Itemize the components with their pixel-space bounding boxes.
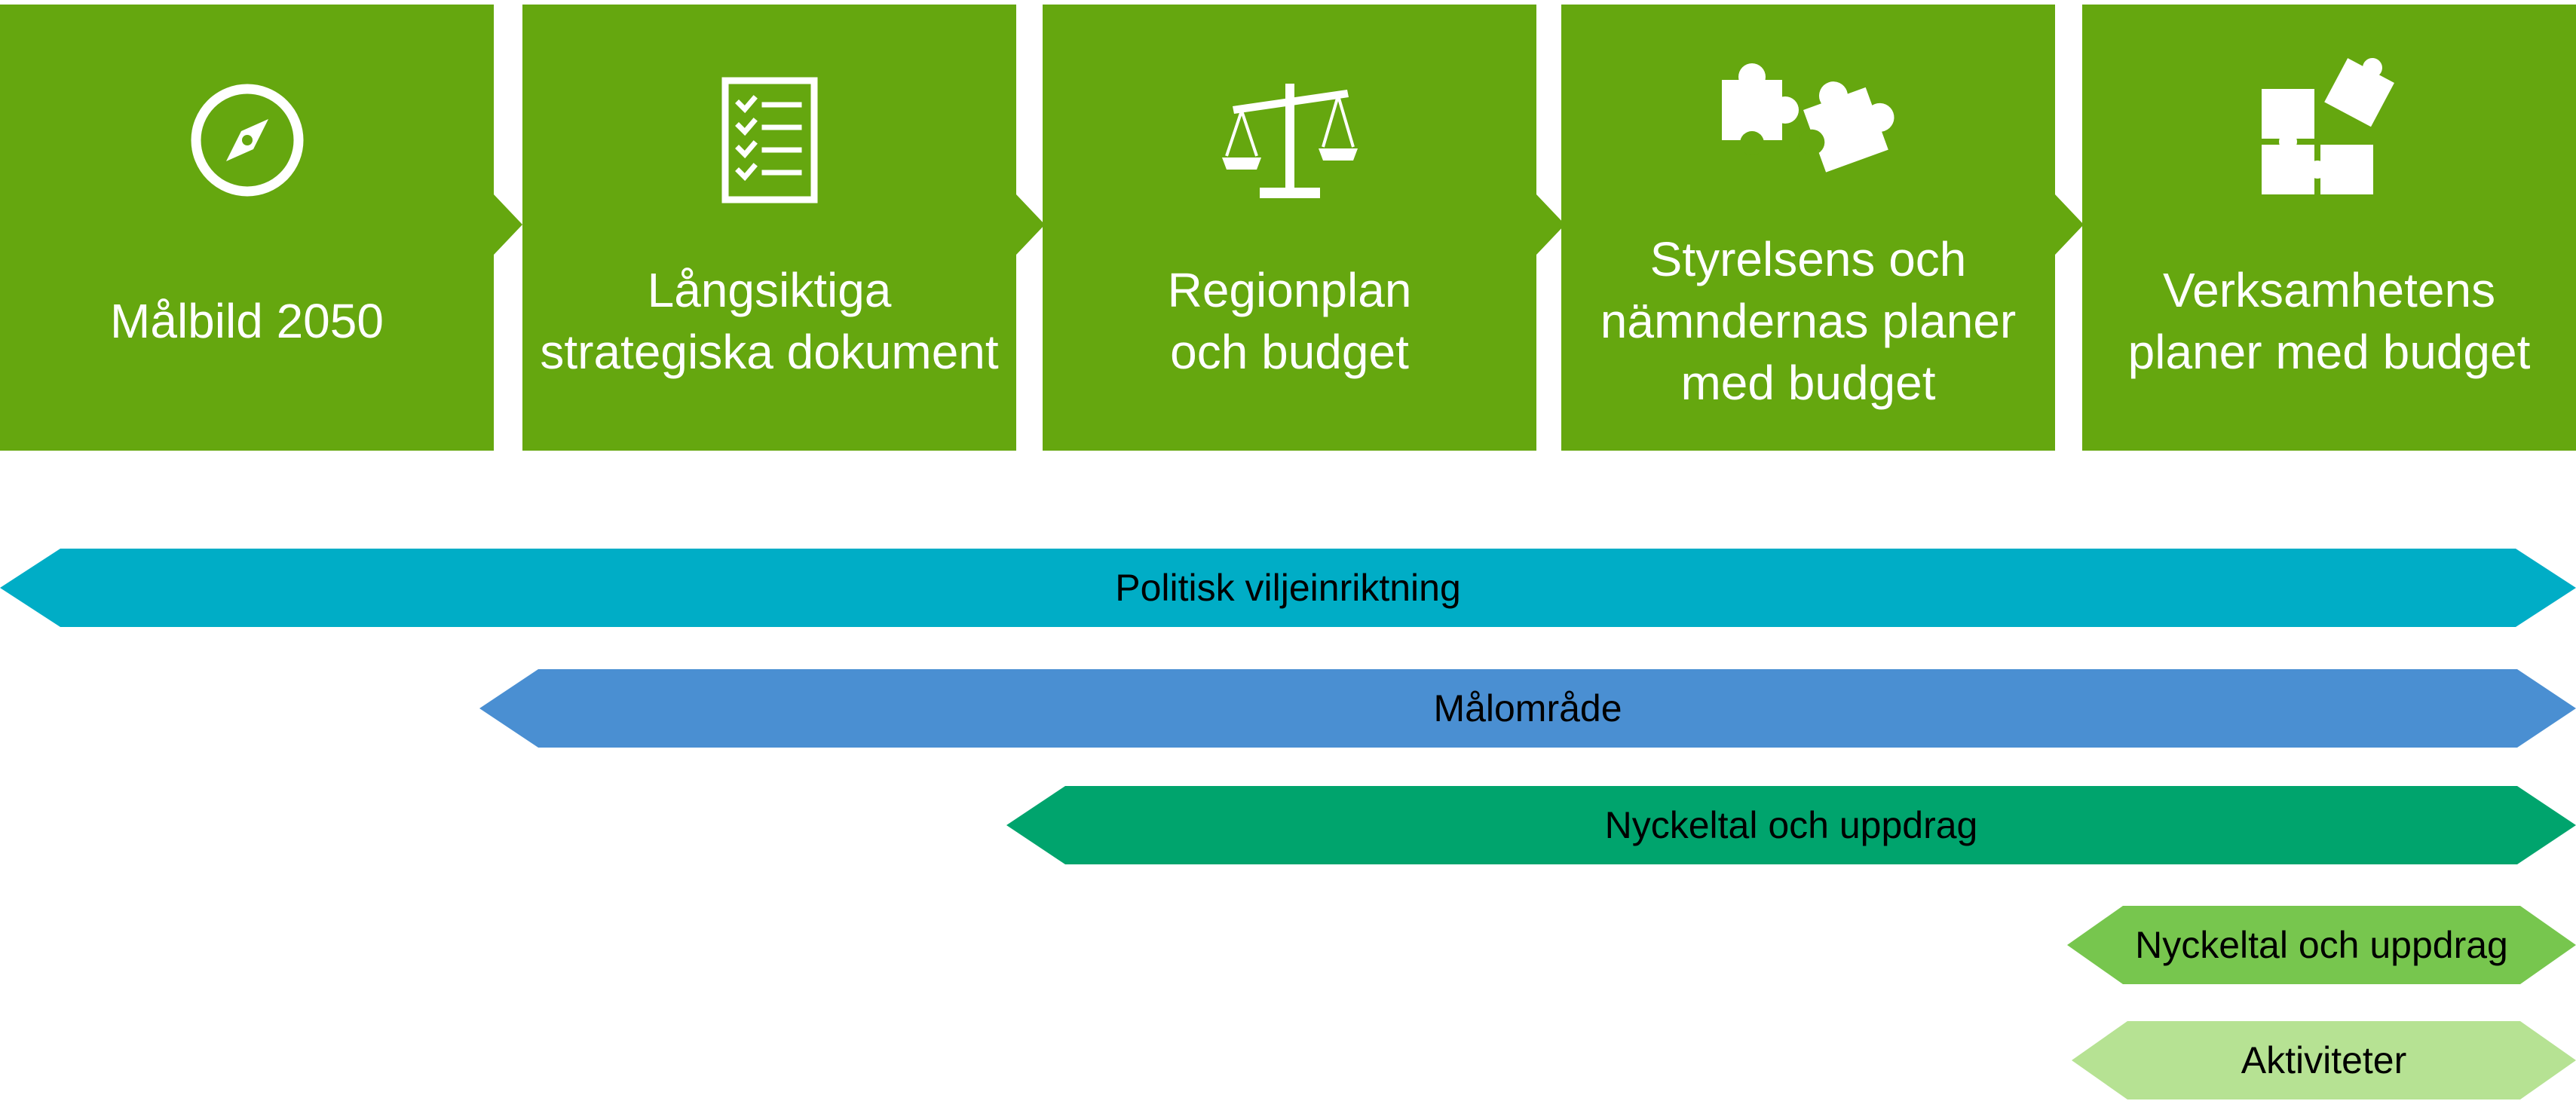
compass-icon: [0, 72, 494, 208]
band-label: Aktiviteter: [2241, 1039, 2407, 1081]
band-nyckeltal-och-uppdrag: Nyckeltal och uppdrag: [1006, 786, 2576, 864]
puzzle-assembled-icon: [2082, 57, 2576, 197]
step-label: Målbild 2050: [110, 294, 384, 348]
step-malbild-2050: Målbild 2050: [0, 5, 494, 451]
puzzle-pieces-icon: [1561, 46, 2055, 182]
band-nyckeltal-och-uppdrag-verksamhet: Nyckeltal och uppdrag: [2067, 906, 2576, 984]
step-label: Långsiktiga strategiska dokument: [540, 263, 999, 379]
checklist-icon: [522, 72, 1016, 208]
band-label: Politisk viljeinriktning: [1115, 567, 1461, 609]
step-label: Regionplan och budget: [1167, 263, 1412, 379]
band-arrow-shape: [1006, 786, 2576, 864]
scales-icon: [1043, 72, 1536, 208]
band-arrow-shape: [0, 549, 2576, 627]
band-label: Nyckeltal och uppdrag: [2135, 924, 2508, 966]
step-arrow: [494, 194, 522, 255]
step-verksamhetens: Verksamhetens planer med budget: [2082, 5, 2576, 451]
band-arrow-shape: [2072, 1021, 2576, 1099]
band-politisk-viljeinriktning: Politisk viljeinriktning: [0, 549, 2576, 627]
step-langsiktiga: Långsiktiga strategiska dokument: [522, 5, 1016, 451]
step-arrow: [1536, 194, 1565, 255]
band-arrow-shape: [2067, 906, 2576, 984]
band-malomrade: Målområde: [479, 669, 2576, 748]
step-styrelsens: Styrelsens och nämndernas planer med bud…: [1561, 5, 2055, 451]
step-arrow: [2055, 194, 2084, 255]
band-label: Målområde: [1433, 687, 1622, 729]
band-aktiviteter: Aktiviteter: [2072, 1021, 2576, 1099]
step-regionplan: Regionplan och budget: [1043, 5, 1536, 451]
step-label: Styrelsens och nämndernas planer med bud…: [1600, 232, 2017, 410]
band-label: Nyckeltal och uppdrag: [1604, 804, 1978, 846]
band-arrow-shape: [479, 669, 2576, 748]
step-label: Verksamhetens planer med budget: [2127, 263, 2531, 379]
step-arrow: [1016, 194, 1045, 255]
